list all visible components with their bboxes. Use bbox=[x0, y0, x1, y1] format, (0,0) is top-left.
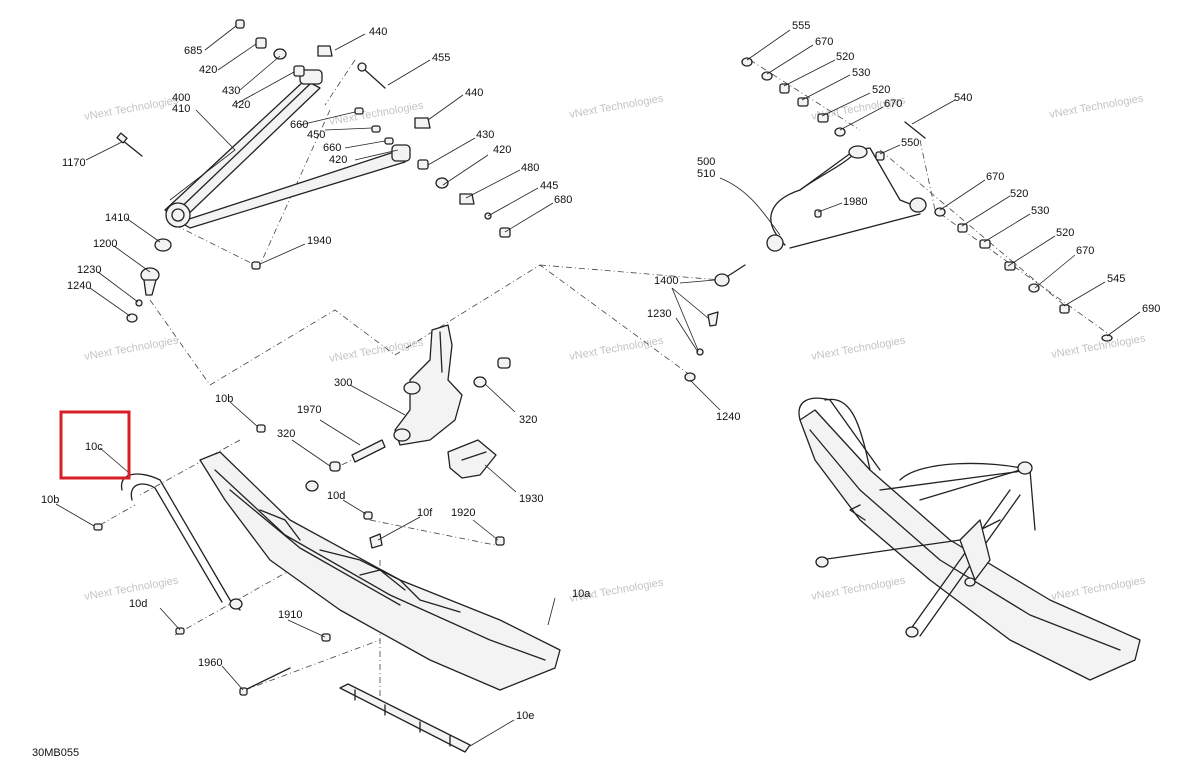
spindle-hardware[interactable] bbox=[305, 439, 497, 492]
callout-420: 420 bbox=[493, 144, 511, 156]
callout-1980: 1980 bbox=[843, 196, 867, 208]
ski-handle[interactable] bbox=[121, 473, 243, 611]
callout-520: 520 bbox=[836, 51, 854, 63]
callout-520: 520 bbox=[1010, 188, 1028, 200]
callout-520: 520 bbox=[1056, 227, 1074, 239]
watermark-text: vNext Technologies bbox=[810, 575, 906, 603]
callout-numbers: 685 440 420 430 455 420 400 410 440 660 … bbox=[41, 20, 1160, 722]
watermark-text: vNext Technologies bbox=[1050, 333, 1146, 361]
callout-10d: 10d bbox=[129, 598, 147, 610]
callout-510: 510 bbox=[697, 168, 715, 180]
callout-420: 420 bbox=[232, 99, 250, 111]
ball-joint-parts[interactable] bbox=[126, 238, 261, 323]
upper-a-arm[interactable] bbox=[164, 69, 411, 229]
callout-555: 555 bbox=[792, 20, 810, 32]
callout-670: 670 bbox=[815, 36, 833, 48]
watermark-text: vNext Technologies bbox=[83, 335, 179, 363]
callout-1910: 1910 bbox=[278, 609, 302, 621]
ski-hardware[interactable] bbox=[93, 424, 505, 696]
callout-670: 670 bbox=[986, 171, 1004, 183]
callout-1960: 1960 bbox=[198, 657, 222, 669]
callout-520: 520 bbox=[872, 84, 890, 96]
callout-320: 320 bbox=[519, 414, 537, 426]
rod-end-parts[interactable] bbox=[684, 264, 746, 382]
callout-420: 420 bbox=[329, 154, 347, 166]
ski-spindle[interactable] bbox=[393, 324, 511, 446]
bolt-1170[interactable] bbox=[116, 132, 143, 157]
lower-arm-hardware[interactable] bbox=[741, 57, 1113, 342]
callout-1410: 1410 bbox=[105, 212, 129, 224]
highlight-box-10c bbox=[59, 410, 131, 480]
callout-680: 680 bbox=[554, 194, 572, 206]
callout-300: 300 bbox=[334, 377, 352, 389]
assembly-dashed-lines bbox=[99, 59, 1111, 700]
watermark-text: vNext Technologies bbox=[328, 100, 424, 128]
callout-545: 545 bbox=[1107, 273, 1125, 285]
callout-10b: 10b bbox=[215, 393, 233, 405]
callout-690: 690 bbox=[1142, 303, 1160, 315]
callout-430: 430 bbox=[476, 129, 494, 141]
callout-420: 420 bbox=[199, 64, 217, 76]
callout-440: 440 bbox=[465, 87, 483, 99]
watermark-text: vNext Technologies bbox=[83, 95, 179, 123]
watermark-text: vNext Technologies bbox=[1050, 575, 1146, 603]
callout-1240: 1240 bbox=[716, 411, 740, 423]
callout-320: 320 bbox=[277, 428, 295, 440]
callout-1970: 1970 bbox=[297, 404, 321, 416]
callout-10c: 10c bbox=[85, 441, 103, 453]
callout-500: 500 bbox=[697, 156, 715, 168]
callout-670: 670 bbox=[884, 98, 902, 110]
callout-480: 480 bbox=[521, 162, 539, 174]
lower-a-arm[interactable] bbox=[766, 145, 927, 252]
leader-lines bbox=[55, 25, 1141, 747]
callout-10f: 10f bbox=[417, 507, 433, 519]
callout-10a: 10a bbox=[572, 588, 591, 600]
ski-runner[interactable] bbox=[339, 683, 471, 753]
callout-10d: 10d bbox=[327, 490, 345, 502]
callout-685: 685 bbox=[184, 45, 202, 57]
callout-1240: 1240 bbox=[67, 280, 91, 292]
callout-540: 540 bbox=[954, 92, 972, 104]
callout-1200: 1200 bbox=[93, 238, 117, 250]
callout-1170: 1170 bbox=[62, 157, 86, 169]
callout-450: 450 bbox=[307, 129, 325, 141]
callout-410: 410 bbox=[172, 103, 190, 115]
callout-1940: 1940 bbox=[307, 235, 331, 247]
callout-660: 660 bbox=[323, 142, 341, 154]
callout-400: 400 bbox=[172, 92, 190, 104]
callout-430: 430 bbox=[222, 85, 240, 97]
callout-10b: 10b bbox=[41, 494, 59, 506]
callout-530: 530 bbox=[1031, 205, 1049, 217]
callout-1930: 1930 bbox=[519, 493, 543, 505]
reference-code: 30MB055 bbox=[32, 747, 79, 759]
watermark-text: vNext Technologies bbox=[568, 93, 664, 121]
assembled-ski-view[interactable] bbox=[798, 397, 1141, 681]
callout-530: 530 bbox=[852, 67, 870, 79]
callout-550: 550 bbox=[901, 137, 919, 149]
callout-440: 440 bbox=[369, 26, 387, 38]
callout-660: 660 bbox=[290, 119, 308, 131]
callout-1230: 1230 bbox=[647, 308, 671, 320]
callout-10e: 10e bbox=[516, 710, 534, 722]
ski-body[interactable] bbox=[199, 451, 561, 691]
callout-1230: 1230 bbox=[77, 264, 101, 276]
watermark-text: vNext Technologies bbox=[568, 335, 664, 363]
callout-445: 445 bbox=[540, 180, 558, 192]
callout-1920: 1920 bbox=[451, 507, 475, 519]
callout-670: 670 bbox=[1076, 245, 1094, 257]
watermark-text: vNext Technologies bbox=[1048, 93, 1144, 121]
callout-1400: 1400 bbox=[654, 275, 678, 287]
watermark-text: vNext Technologies bbox=[810, 335, 906, 363]
callout-455: 455 bbox=[432, 52, 450, 64]
watermarks: vNext Technologies vNext Technologies vN… bbox=[83, 93, 1146, 605]
